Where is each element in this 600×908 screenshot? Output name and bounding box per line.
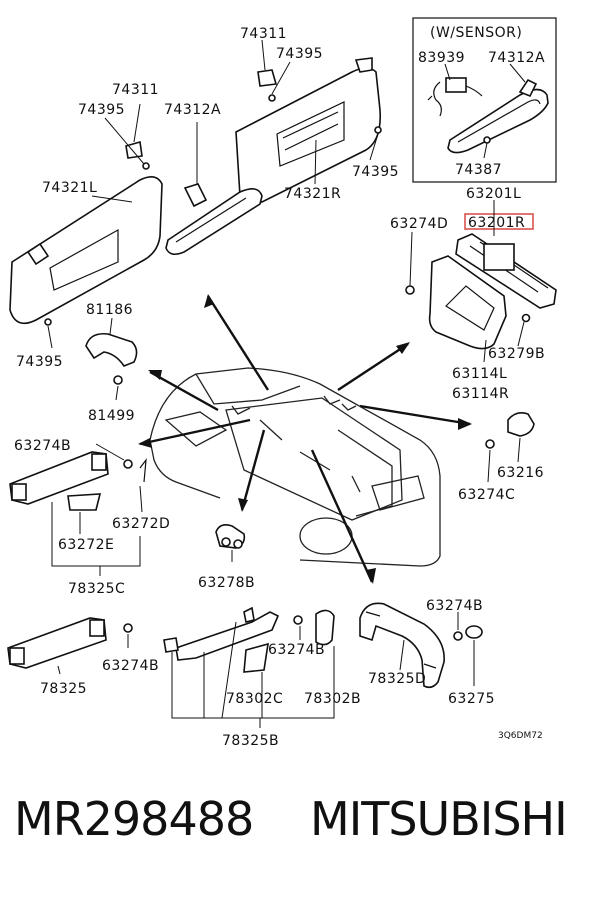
sun-visor-right xyxy=(235,67,382,204)
screw-74395-left-top xyxy=(142,162,150,170)
hook-63216-group: 63216 63274C xyxy=(458,412,544,503)
screw-63274c xyxy=(485,439,495,449)
label-74312a: 74312A xyxy=(164,102,221,118)
label-74395-bottom: 74395 xyxy=(16,354,63,370)
label-74321r: 74321R xyxy=(284,186,341,202)
vehicle-body xyxy=(149,367,441,567)
label-78325: 78325 xyxy=(40,681,87,697)
grip-cap-right xyxy=(243,606,255,623)
part-number: MR298488 xyxy=(14,792,254,846)
visor-holder-right xyxy=(354,57,373,73)
label-63272d: 63272D xyxy=(112,516,170,532)
label-63274d: 63274D xyxy=(390,216,448,232)
assist-grip-78325d xyxy=(359,602,445,689)
label-81186: 81186 xyxy=(86,302,133,318)
cover-78302b xyxy=(315,609,335,646)
sensor-mirror-mount xyxy=(518,78,538,98)
sunvisor-group: 74311 74395 74311 74395 74312A 74321L 74… xyxy=(9,26,399,370)
bracket-81186 xyxy=(85,332,138,367)
cap-63275 xyxy=(465,625,483,639)
label-78302c: 78302C xyxy=(226,691,283,707)
screw-74395-left-bottom xyxy=(44,318,52,326)
screw-63274b-left xyxy=(123,459,133,469)
label-63279b: 63279B xyxy=(488,346,545,362)
screw-74387 xyxy=(483,136,491,144)
clip-63279b xyxy=(521,313,531,323)
label-63275: 63275 xyxy=(448,691,495,707)
label-63201l: 63201L xyxy=(466,186,521,202)
sun-visor-left-mirror xyxy=(49,228,119,291)
visor-holder-right-2 xyxy=(257,69,278,87)
label-63274b-right: 63274B xyxy=(426,598,483,614)
sensor-wire-harness xyxy=(427,81,442,117)
grip-78325d-group: 63274B 78325D 63275 xyxy=(359,598,495,707)
label-78325c: 78325C xyxy=(68,581,125,597)
screw-63274b-bottom-left xyxy=(123,623,133,633)
label-63278b: 63278B xyxy=(198,575,255,591)
cover-63272d xyxy=(139,457,147,483)
sun-visor-left xyxy=(9,176,163,325)
screw-81499 xyxy=(113,375,123,385)
label-74311-left: 74311 xyxy=(112,82,159,98)
bracket-plate xyxy=(483,243,515,271)
assist-grip-78325b xyxy=(175,611,280,661)
screw-74395-top xyxy=(268,94,276,102)
label-63114r: 63114R xyxy=(452,386,509,402)
rearview-mirror xyxy=(165,188,263,256)
screw-63274d xyxy=(405,285,415,295)
coat-hook-63216 xyxy=(507,412,535,437)
footer: MR298488 MITSUBISHI xyxy=(0,790,600,880)
brand-name: MITSUBISHI xyxy=(310,792,568,846)
screw-63274b-center xyxy=(293,615,303,625)
label-78302b: 78302B xyxy=(304,691,361,707)
label-63274b-bottom-left: 63274B xyxy=(102,658,159,674)
parts-diagram: (W/SENSOR) 83939 74312A 74387 xyxy=(7,17,557,749)
clip-81186-group: 81186 81499 xyxy=(85,302,138,424)
label-83939: 83939 xyxy=(418,50,465,66)
cover-63272e xyxy=(67,493,102,511)
hook-63278b-group: 63278B xyxy=(198,524,255,591)
cover-78302c xyxy=(243,642,269,673)
label-63274b-center: 63274B xyxy=(268,642,325,658)
drawing-code: 3Q6DM72 xyxy=(498,731,543,741)
label-74311-top: 74311 xyxy=(240,26,287,42)
label-63272e: 63272E xyxy=(58,537,114,553)
sensor-box-title: (W/SENSOR) xyxy=(430,25,522,41)
sensor-rearview-mirror xyxy=(447,88,549,154)
sun-visor-right-mirror xyxy=(276,101,345,167)
grip-78325b-group: 63274B 78302C 78302B 78325B xyxy=(163,606,361,749)
callout-arrows xyxy=(138,294,472,584)
highlight-63201r xyxy=(464,213,534,230)
label-78325b: 78325B xyxy=(222,733,279,749)
label-74395-left: 74395 xyxy=(78,102,125,118)
grip-bracket-group: 63201L 63201R 63274D 63279B 63114L 63114… xyxy=(390,186,557,402)
label-74395-top: 74395 xyxy=(276,46,323,62)
screw-63274b-right xyxy=(453,631,463,641)
label-74312a-sensor: 74312A xyxy=(488,50,545,66)
sensor-connector xyxy=(445,77,467,93)
label-63114l: 63114L xyxy=(452,366,507,382)
screw-74395-right xyxy=(374,126,382,134)
label-74321l: 74321L xyxy=(42,180,97,196)
sensor-box-frame xyxy=(412,17,557,183)
grip-base-63114 xyxy=(428,255,507,350)
label-74395-right: 74395 xyxy=(352,164,399,180)
label-81499: 81499 xyxy=(88,408,135,424)
mirror-stay xyxy=(183,183,208,208)
sensor-mirror-group: (W/SENSOR) 83939 74312A 74387 xyxy=(412,17,557,183)
grip-cap-left xyxy=(163,637,179,653)
label-63274b-left: 63274B xyxy=(14,438,71,454)
label-63274c: 63274C xyxy=(458,487,515,503)
visor-hinge-left xyxy=(26,242,50,266)
grip-78325c-group: 63274B 63272D 63272E 78325C xyxy=(9,438,170,597)
label-63201r: 63201R xyxy=(468,215,525,231)
label-78325d: 78325D xyxy=(368,671,426,687)
grip-78325-group: 78325 63274B xyxy=(7,617,159,697)
label-63216: 63216 xyxy=(497,465,544,481)
visor-holder-left xyxy=(125,140,143,159)
label-74387: 74387 xyxy=(455,162,502,178)
